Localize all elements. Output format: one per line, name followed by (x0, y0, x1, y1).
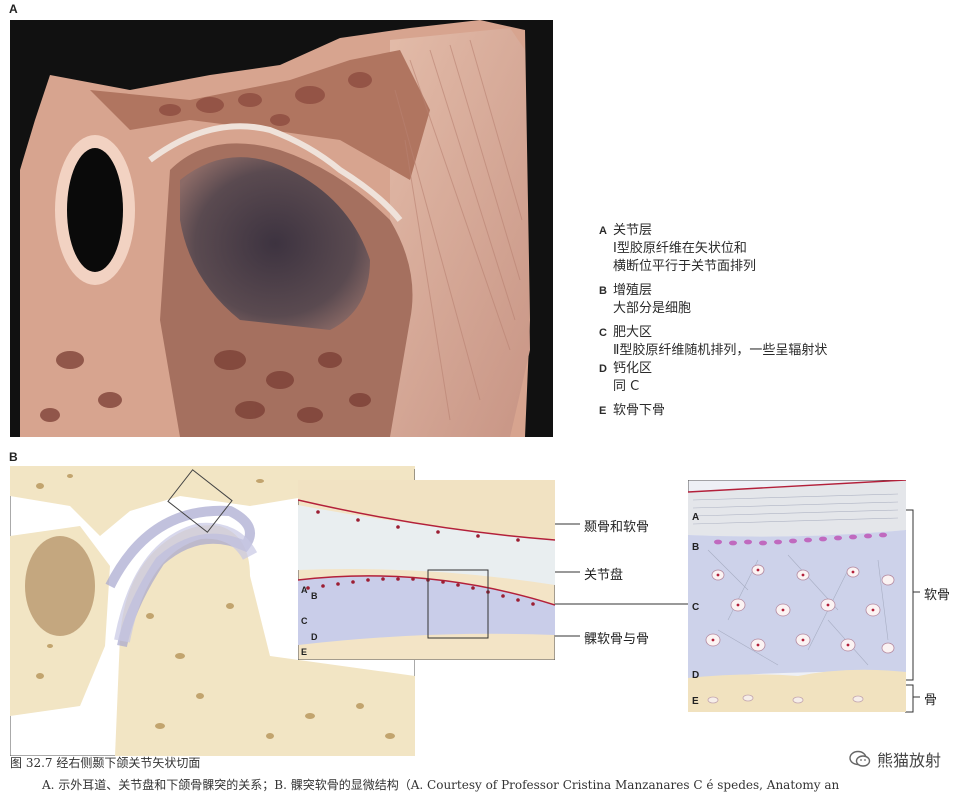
wechat-icon (849, 750, 871, 767)
watermark: 熊猫放射 (849, 747, 941, 771)
detail-zone-letter-b: B (692, 542, 699, 553)
legend-item-a-line-2: 横断位平行于关节面排列 (613, 259, 757, 274)
zone-letter-a: A (301, 585, 308, 595)
legend-item-a-line-1: Ⅰ型胶原纤维在矢状位和 (613, 241, 747, 256)
detail-zone-letter-a: A (692, 512, 699, 523)
zone-letter-d: D (311, 632, 318, 642)
detail-zone-letter-c: C (692, 602, 699, 613)
panel-a-photograph (10, 20, 553, 437)
panel-a-letter: A (9, 2, 18, 16)
cartilage-histology-detail: A B C D E (688, 480, 906, 712)
legend-item-c-line-1: Ⅱ型胶原纤维随机排列，一些呈辐射状 (613, 343, 828, 358)
articular-surface-magnified: A B C D E (298, 480, 555, 660)
label-bone: 骨 (924, 693, 938, 708)
zone-letter-e: E (301, 647, 307, 657)
zone-letter-b: B (311, 591, 318, 601)
panel-b-letter: B (9, 450, 18, 464)
watermark-text: 熊猫放射 (876, 751, 941, 770)
label-temporal-bone-cartilage: 颞骨和软骨 (584, 520, 650, 535)
legend-item-d-line-1: 同 C (613, 379, 640, 394)
figure-caption-title: 图 32.7 经右侧颞下颌关节矢状切面 (10, 756, 201, 770)
legend-item-b-line-1: 大部分是细胞 (613, 301, 692, 316)
detail-zone-letter-d: D (692, 670, 699, 681)
label-cartilage: 软骨 (924, 588, 951, 603)
figure-caption-body: A. 示外耳道、关节盘和下颌骨髁突的关系；B. 髁突软骨的显微结构（A. Cou… (42, 778, 840, 792)
label-condylar-cartilage-bone: 髁软骨与骨 (584, 632, 650, 647)
label-articular-disc: 关节盘 (584, 568, 624, 583)
detail-zone-letter-e: E (692, 696, 699, 707)
zone-letter-c: C (301, 616, 308, 626)
